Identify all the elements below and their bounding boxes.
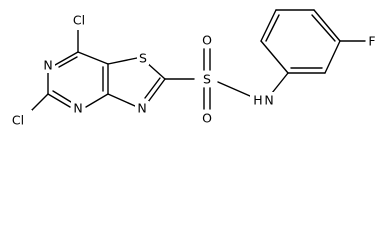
bond-ph-c2-c3-double — [265, 14, 280, 42]
atom-nitrogen-pyrimidine-lower: N — [73, 101, 82, 116]
atom-labels: Cl N Cl N S N S O O H N F — [10, 13, 378, 128]
bond-c7a-s1 — [107, 57, 138, 65]
bond-ph-c4-c5 — [313, 9, 341, 42]
bond-ph-c4-c5-double — [311, 14, 336, 42]
bond-ph-c1-c2 — [260, 40, 289, 74]
atom-nitrogen-thiazole: N — [137, 101, 146, 116]
atom-sulfur-sulfonyl: S — [203, 72, 211, 87]
chemical-structure: Cl N Cl N S N S O O H N F — [10, 9, 378, 128]
bond-ph-c2-c3 — [260, 9, 277, 42]
atom-fluorine: F — [368, 34, 375, 49]
atom-nitrogen-pyrimidine-upper: N — [43, 58, 52, 73]
atom-oxygen-bottom: O — [202, 111, 212, 126]
bond-c2-n3-double — [144, 77, 161, 99]
bond-c2-n3 — [147, 78, 166, 103]
bond-c7-n6-double — [58, 56, 78, 68]
bond-n4-c3a — [85, 93, 109, 108]
bond-s1-c2 — [145, 61, 166, 80]
bond-c7a-c7 — [77, 51, 109, 65]
atom-chlorine-top: Cl — [73, 13, 85, 28]
bond-c5-n4 — [47, 93, 71, 108]
bond-c5-n4-double — [52, 90, 72, 103]
bond-c7-n6 — [54, 51, 79, 66]
atom-hydrogen-amide: H — [253, 93, 262, 108]
atom-oxygen-top: O — [202, 33, 212, 48]
bond-ph-c5-c6 — [324, 40, 341, 74]
atom-chlorine-bottom: Cl — [12, 113, 24, 128]
atom-nitrogen-amide: N — [264, 93, 273, 108]
bond-s-n — [217, 81, 251, 97]
bonds — [27, 9, 366, 115]
bond-n-phenyl — [271, 72, 289, 94]
bond-n3-c3a — [107, 93, 136, 107]
atom-sulfur-thiazole: S — [139, 51, 147, 66]
